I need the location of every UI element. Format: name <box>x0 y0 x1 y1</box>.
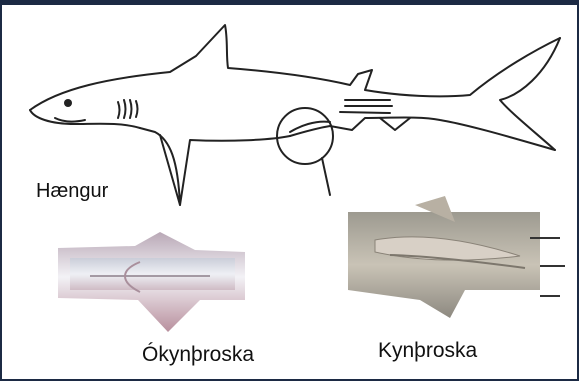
shark-clasper-lines <box>340 100 392 113</box>
shark-gills <box>118 100 138 118</box>
photo-mature-clasper <box>345 196 565 318</box>
mature-label: Kynþroska <box>378 339 477 363</box>
shark-mouth <box>55 118 85 122</box>
photo-immature-clasper <box>55 232 245 332</box>
shark-belly <box>140 128 290 205</box>
shark-eye <box>64 99 72 107</box>
male-label: Hængur <box>36 180 108 203</box>
immature-label: Ókynþroska <box>142 343 254 367</box>
magnifier-pointer <box>322 158 330 195</box>
shark-back <box>30 25 560 110</box>
shark-anal-fin <box>380 118 410 130</box>
shark-outline <box>30 25 560 205</box>
